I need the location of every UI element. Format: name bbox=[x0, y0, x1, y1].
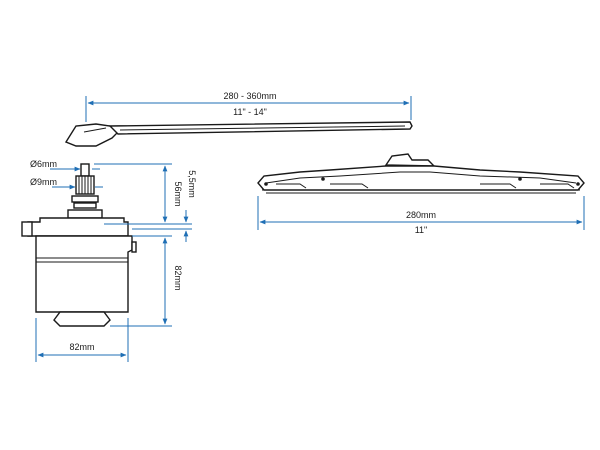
nut-height-label: 5,5mm bbox=[187, 170, 197, 198]
blade-length-metric: 280mm bbox=[406, 210, 436, 220]
wiper-motor bbox=[21, 163, 137, 327]
shaft-height-dimension: 56mm bbox=[94, 163, 183, 225]
shaft-diameter-callouts: Ø6mm Ø9mm bbox=[30, 159, 103, 190]
body-width-label: 82mm bbox=[69, 342, 94, 352]
arm-length-imperial: 11" - 14" bbox=[233, 107, 267, 117]
wiper-arm bbox=[64, 121, 413, 147]
shaft-dia-small: Ø6mm bbox=[30, 159, 57, 169]
wiper-blade bbox=[257, 153, 585, 194]
body-width-dimension: 82mm bbox=[35, 318, 129, 362]
nut-height-dimension: 5,5mm bbox=[132, 170, 197, 242]
shaft-dia-large: Ø9mm bbox=[30, 177, 57, 187]
shaft-height-label: 56mm bbox=[173, 181, 183, 206]
body-height-dimension: 82mm bbox=[110, 235, 183, 327]
arm-length-metric: 280 - 360mm bbox=[223, 91, 276, 101]
blade-length-imperial: 11" bbox=[415, 225, 428, 235]
body-height-label: 82mm bbox=[173, 265, 183, 290]
arm-length-dimension: 280 - 360mm 11" - 14" bbox=[85, 91, 412, 122]
blade-length-dimension: 280mm 11" bbox=[257, 196, 585, 235]
